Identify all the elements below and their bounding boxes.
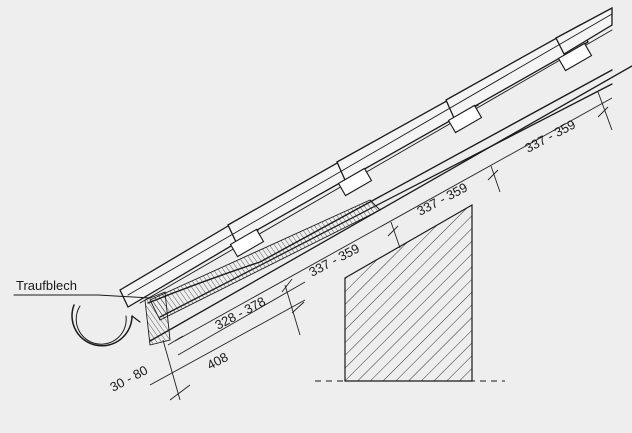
underlayment-line <box>147 69 613 304</box>
dim-eaves-offset: 30 - 80 <box>107 362 150 394</box>
traufblech-leader <box>13 294 151 299</box>
gutter <box>71 304 141 347</box>
traufblech-label: Traufblech <box>16 278 77 293</box>
dim-first-batten: 328 - 378 <box>212 294 268 333</box>
masonry-wall <box>315 203 505 382</box>
dimension-lines <box>149 91 613 401</box>
dim-batten-4: 337 - 359 <box>522 117 578 156</box>
battens <box>229 42 593 258</box>
roof-tiles <box>119 6 613 308</box>
